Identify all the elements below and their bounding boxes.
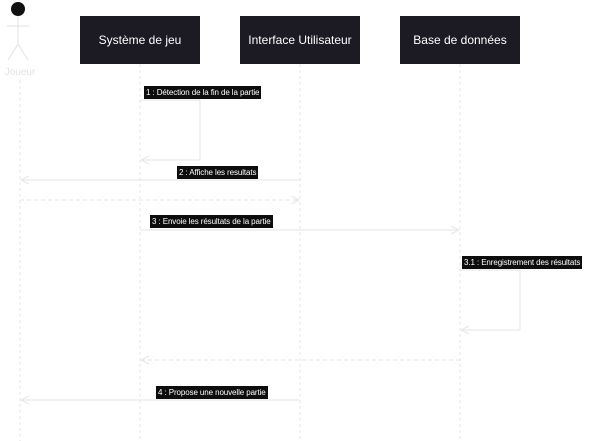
message-4-label: 4 : Propose une nouvelle partie [156, 386, 268, 399]
message-2-label: 2 : Affiche les resultats [177, 166, 259, 179]
stick-figure-actor-icon [7, 2, 29, 61]
participant-interface-utilisateur: Interface Utilisateur [240, 16, 360, 64]
message-1-arrow [140, 99, 201, 160]
message-3-1-arrow [460, 269, 521, 330]
participant-systeme-de-jeu: Système de jeu [80, 16, 200, 64]
message-3-label: 3 : Envoie les résultats de la partie [150, 215, 273, 228]
message-1-label: 1 : Détection de la fin de la partie [144, 86, 262, 99]
message-3-1-label: 3.1 : Enregistrement des résultats [462, 256, 583, 269]
actor-label: Joueur [4, 67, 36, 78]
participant-base-de-donnees: Base de données [400, 16, 520, 64]
